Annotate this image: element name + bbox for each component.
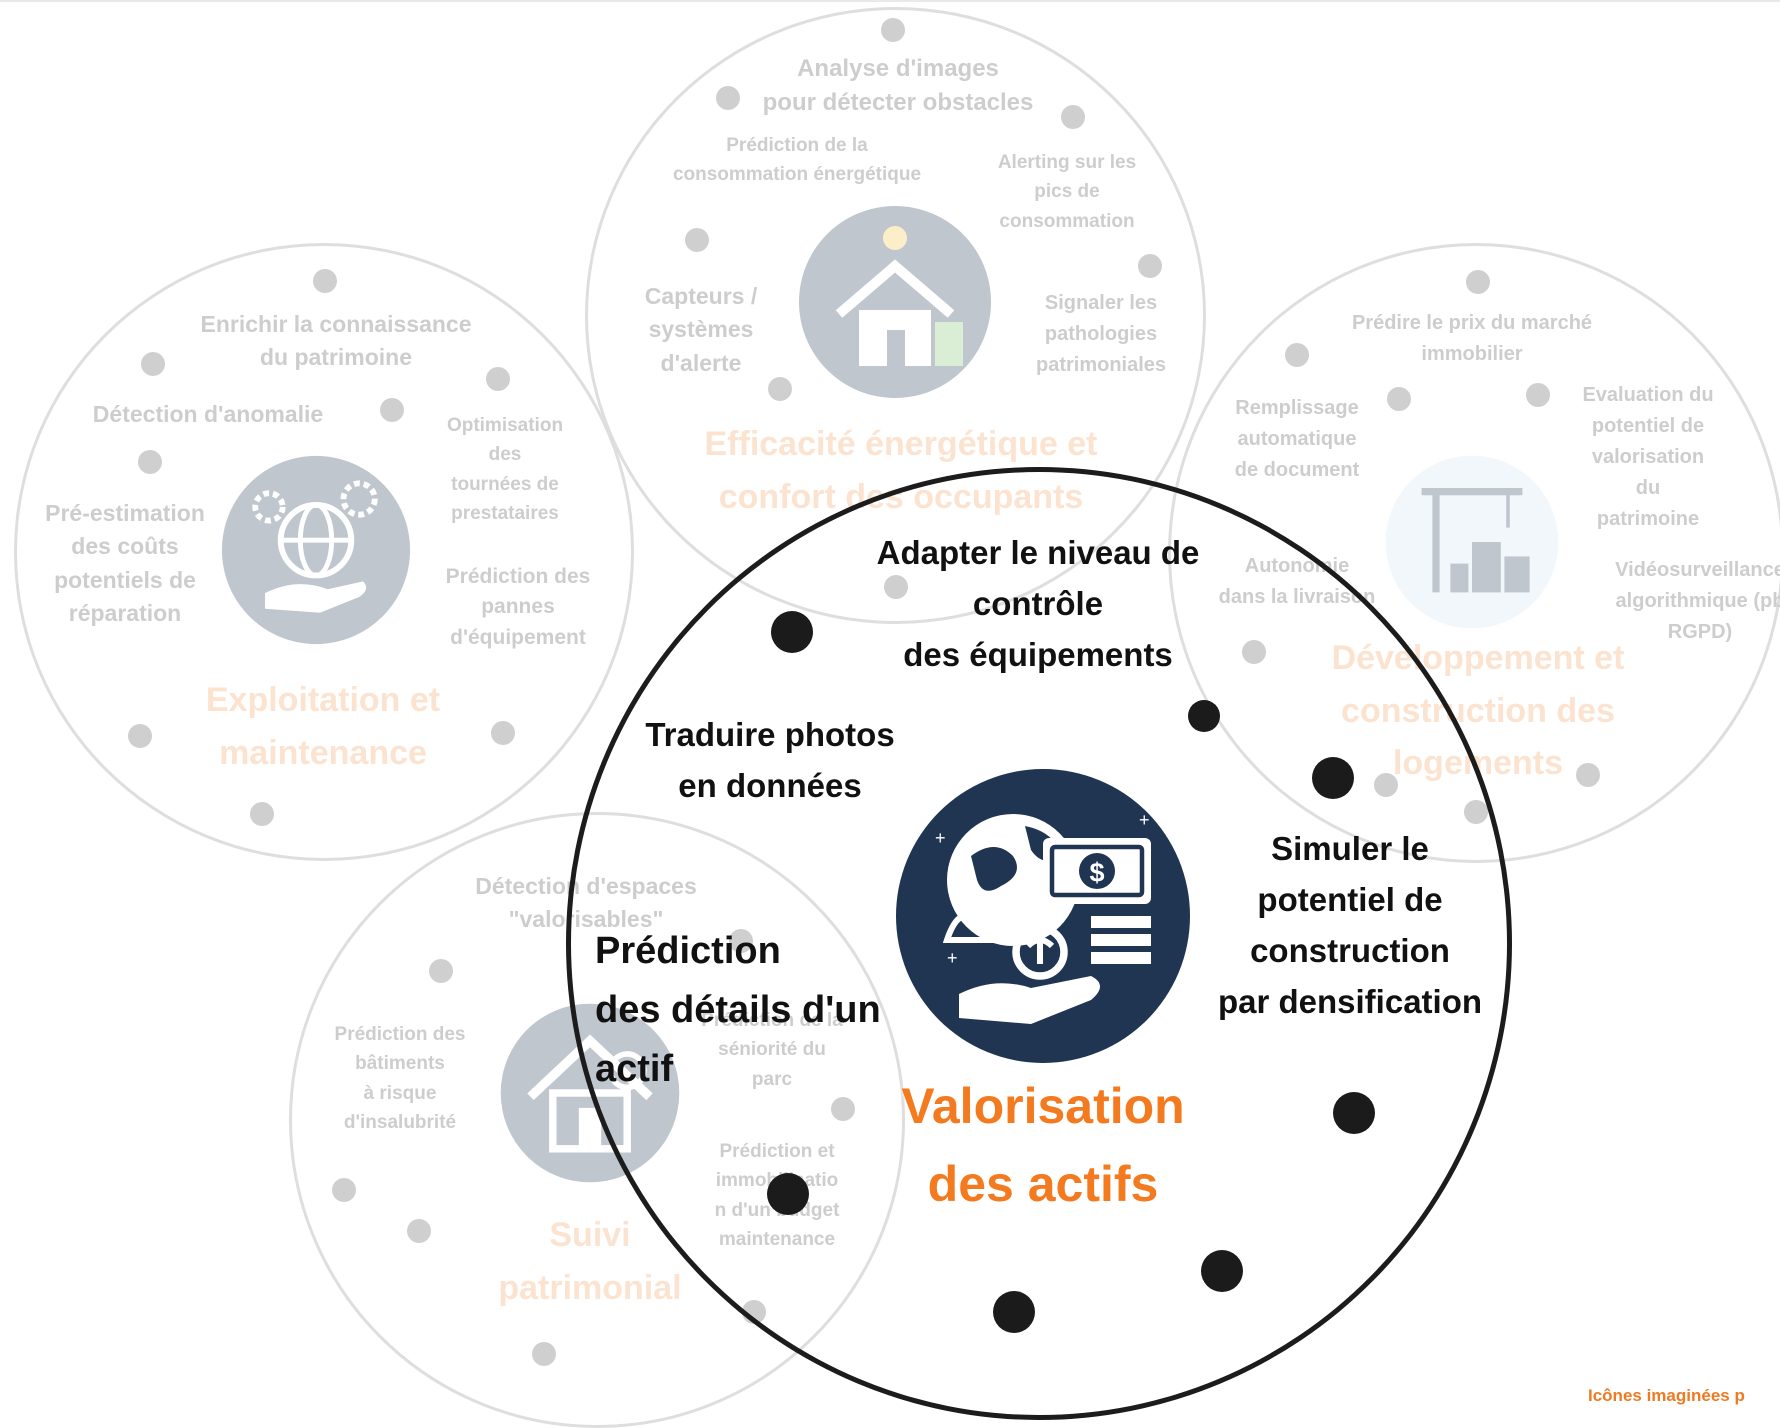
label-efficacite-4: Capteurs / systèmes d'alerte bbox=[644, 283, 758, 376]
label-developpement-5: Vidéosurveillance algorithmique (pb RGPD… bbox=[1615, 559, 1780, 643]
connector-dot bbox=[1526, 383, 1550, 407]
label-exploitation-1: Enrichir la connaissance du patrimoine bbox=[200, 311, 472, 371]
connector-dot-strong bbox=[1333, 1092, 1375, 1134]
icons-credit-footnote: Icônes imaginées p bbox=[1588, 1386, 1745, 1405]
connector-dot bbox=[532, 1342, 556, 1366]
label-valorisation-1: Adapter le niveau de contrôle des équipe… bbox=[876, 534, 1200, 674]
svg-text:+: + bbox=[947, 948, 958, 968]
connector-dot-strong bbox=[1188, 700, 1220, 732]
circle-exploitation bbox=[14, 243, 634, 861]
label-valorisation-4: Prédiction des détails d'un actif bbox=[595, 930, 881, 1090]
connector-dot bbox=[1576, 763, 1600, 787]
maintenance-globe-icon bbox=[218, 452, 414, 648]
connector-dot bbox=[1466, 270, 1490, 294]
label-efficacite-3: Alerting sur les pics de consommation bbox=[997, 152, 1137, 232]
title-valorisation: Valorisation des actifs bbox=[901, 1078, 1185, 1212]
circle-valorisation bbox=[566, 467, 1512, 1420]
connector-dot bbox=[1285, 343, 1309, 367]
title-suivi: Suivi patrimonial bbox=[498, 1216, 682, 1307]
label-developpement-3: Evaluation du potentiel de valorisation … bbox=[1582, 384, 1714, 530]
connector-dot bbox=[1387, 387, 1411, 411]
label-efficacite-2: Prédiction de la consommation énergétiqu… bbox=[672, 135, 922, 186]
connector-dot bbox=[881, 18, 905, 42]
label-developpement-2: Remplissage automatique de document bbox=[1234, 397, 1360, 481]
connector-dot bbox=[141, 352, 165, 376]
connector-dot bbox=[429, 959, 453, 983]
connector-dot bbox=[768, 377, 792, 401]
label-efficacite-5: Signaler les pathologies patrimoniales bbox=[1035, 292, 1167, 376]
connector-dot bbox=[332, 1178, 356, 1202]
top-border bbox=[0, 0, 1780, 2]
svg-text:$: $ bbox=[1089, 858, 1104, 888]
connector-dot bbox=[250, 802, 274, 826]
label-exploitation-4: Pré-estimation des coûts potentiels de r… bbox=[45, 500, 205, 627]
connector-dot bbox=[685, 228, 709, 252]
label-exploitation-5: Prédiction des pannes d'équipement bbox=[445, 565, 591, 649]
asset-valuation-icon: $ + + + bbox=[893, 766, 1193, 1066]
connector-dot bbox=[128, 724, 152, 748]
connector-dot bbox=[1061, 105, 1085, 129]
connector-dot-strong bbox=[993, 1291, 1035, 1333]
connector-dot bbox=[491, 721, 515, 745]
connector-dot bbox=[1138, 254, 1162, 278]
label-suivi-2: Prédiction des bâtiments à risque d'insa… bbox=[334, 1024, 466, 1134]
construction-crane-icon bbox=[1382, 452, 1562, 632]
label-efficacite-1: Analyse d'images pour détecter obstacles bbox=[762, 55, 1034, 116]
connector-dot bbox=[380, 398, 404, 422]
label-valorisation-3: Simuler le potentiel de construction par… bbox=[1217, 830, 1483, 1021]
connector-dot-strong bbox=[771, 611, 813, 653]
svg-text:+: + bbox=[935, 828, 946, 848]
title-exploitation: Exploitation et maintenance bbox=[205, 681, 441, 772]
connector-dot bbox=[716, 86, 740, 110]
connector-dot-strong bbox=[1201, 1250, 1243, 1292]
label-exploitation-3: Optimisation des tournées de prestataire… bbox=[446, 415, 564, 525]
connector-dot-strong bbox=[767, 1173, 809, 1215]
connector-dot bbox=[486, 367, 510, 391]
svg-text:+: + bbox=[1139, 810, 1150, 830]
connector-dot bbox=[313, 269, 337, 293]
connector-dot bbox=[138, 450, 162, 474]
smart-home-icon bbox=[795, 202, 995, 402]
connector-dot bbox=[407, 1219, 431, 1243]
label-exploitation-2: Détection d'anomalie bbox=[92, 401, 324, 427]
label-valorisation-2: Traduire photos en données bbox=[645, 716, 895, 805]
label-developpement-1: Prédire le prix du marché immobilier bbox=[1351, 312, 1593, 365]
connector-dot-strong bbox=[1312, 757, 1354, 799]
